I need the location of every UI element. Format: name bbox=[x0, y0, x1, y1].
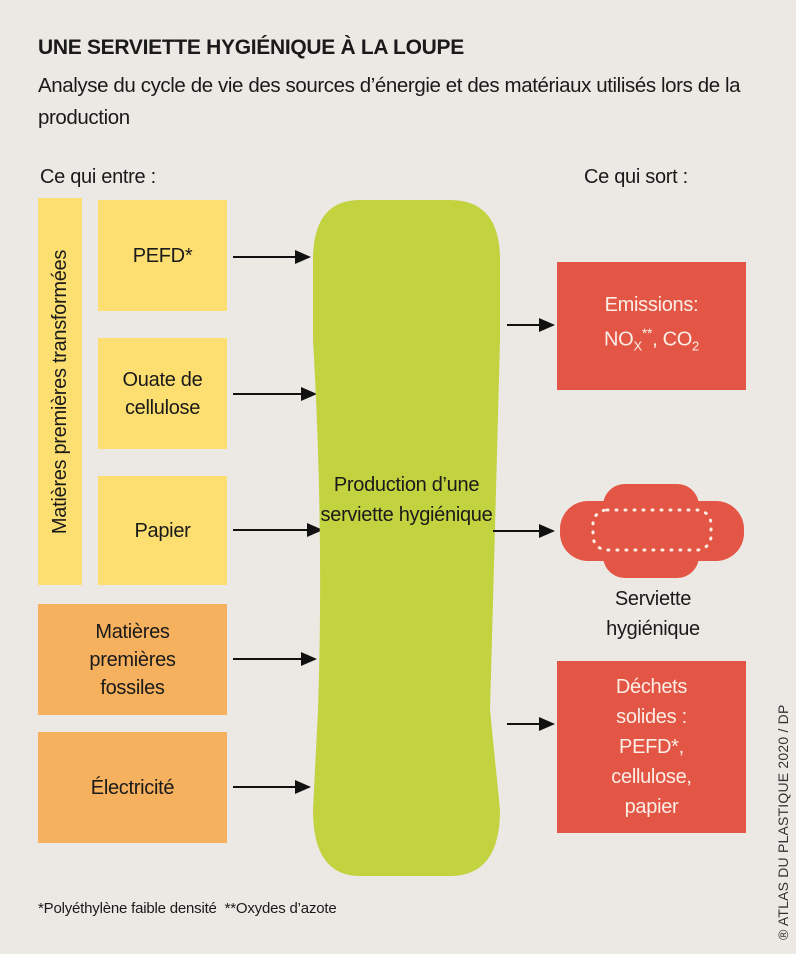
output-dechets: Déchets solides : PEFD*, cellulose, papi… bbox=[557, 661, 746, 833]
sanitary-pad-icon bbox=[560, 484, 744, 578]
input-pefd: PEFD* bbox=[98, 200, 227, 311]
nox-superscript: ** bbox=[641, 325, 653, 342]
credit: ® ATLAS DU PLASTIQUE 2020 / DP bbox=[775, 704, 791, 940]
input-ouate-label: Ouate de cellulose bbox=[122, 368, 203, 419]
subtitle: Analyse du cycle de vie des sources d’én… bbox=[38, 74, 741, 129]
nox-subscript: X bbox=[633, 338, 642, 354]
nox-text: NO bbox=[604, 328, 634, 351]
input-group-label: Matières premières transformées bbox=[49, 249, 71, 534]
input-electricite-label: Électricité bbox=[90, 776, 175, 799]
emissions-label: Emissions: bbox=[604, 294, 699, 317]
input-papier-label: Papier bbox=[134, 519, 191, 542]
production-pad-shape bbox=[313, 200, 500, 876]
arrow-right-icon bbox=[233, 523, 323, 537]
emissions-formula: NOX**, CO2 bbox=[604, 319, 699, 361]
arrow-right-icon bbox=[507, 717, 555, 731]
input-pefd-label: PEFD* bbox=[132, 244, 193, 267]
input-papier: Papier bbox=[98, 476, 227, 585]
arrow-right-icon bbox=[233, 652, 317, 666]
footnote: *Polyéthylène faible densité **Oxydes d’… bbox=[38, 900, 337, 917]
page-title: UNE SERVIETTE HYGIÉNIQUE À LA LOUPE bbox=[38, 36, 464, 59]
arrow-right-icon bbox=[493, 524, 555, 538]
input-group-processed-materials: Matières premières transformées bbox=[38, 198, 82, 585]
co2-subscript: 2 bbox=[692, 338, 699, 354]
input-ouate: Ouate de cellulose bbox=[98, 338, 227, 449]
serviette-label: Serviette hygiénique bbox=[606, 588, 700, 640]
input-electricite: Électricité bbox=[38, 732, 227, 843]
production-label: Production d’une serviette hygiénique bbox=[320, 474, 493, 526]
arrow-right-icon bbox=[507, 318, 555, 332]
dechets-label: Déchets solides : PEFD*, cellulose, papi… bbox=[611, 676, 692, 818]
output-emissions: Emissions: NOX**, CO2 bbox=[557, 262, 746, 390]
co2-text: , CO bbox=[652, 328, 693, 351]
arrow-right-icon bbox=[233, 250, 311, 264]
input-fossiles: Matières premières fossiles bbox=[38, 604, 227, 715]
input-fossiles-label: Matières premières fossiles bbox=[89, 620, 176, 699]
arrow-right-icon bbox=[233, 780, 311, 794]
outputs-heading: Ce qui sort : bbox=[584, 166, 688, 188]
inputs-heading: Ce qui entre : bbox=[40, 166, 156, 188]
arrow-right-icon bbox=[233, 387, 317, 401]
